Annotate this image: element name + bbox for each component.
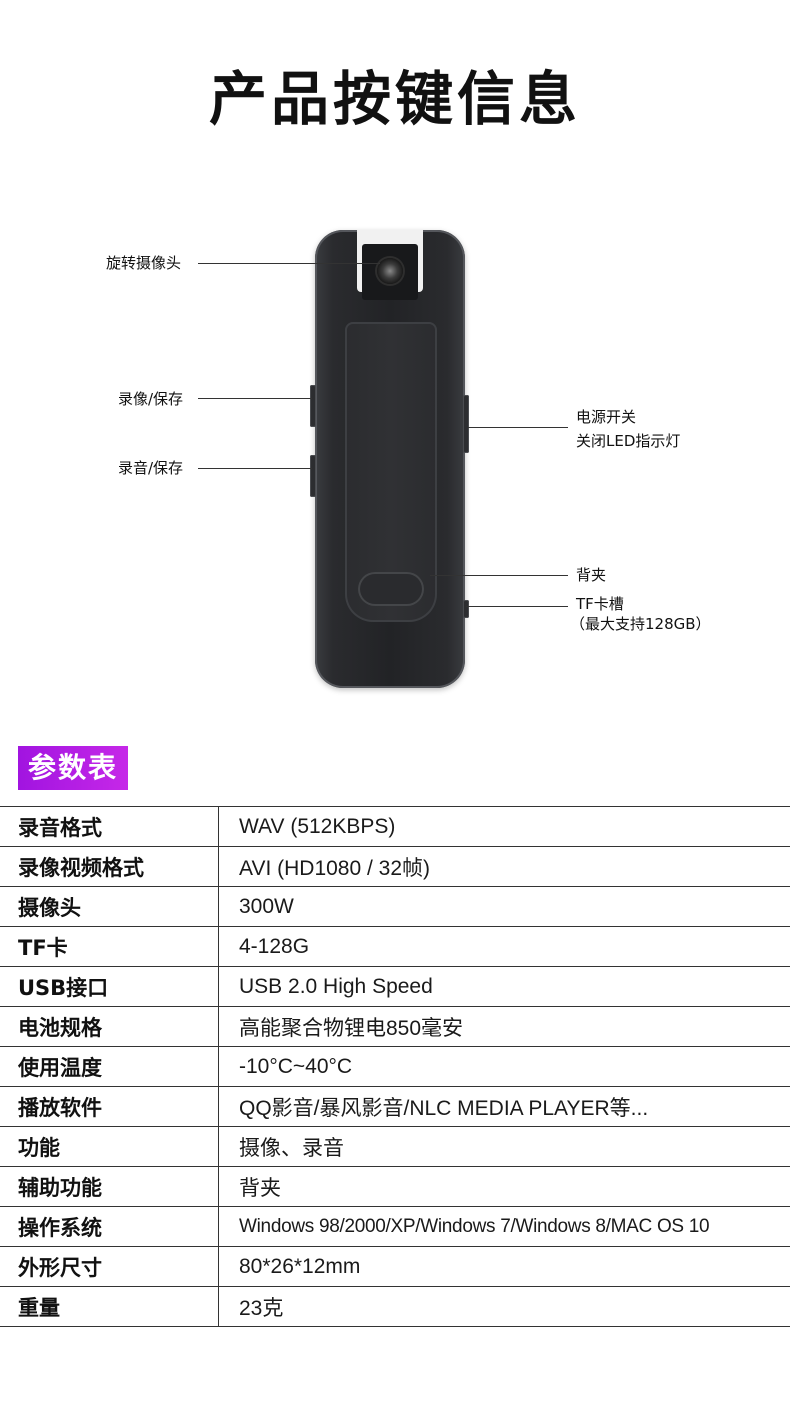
spec-section-heading: 参数表 bbox=[18, 746, 129, 790]
spec-value: 4-128G bbox=[218, 926, 790, 967]
page-title: 产品按键信息 bbox=[208, 65, 581, 133]
callout-line-power bbox=[468, 427, 568, 428]
tf-card-slot bbox=[463, 600, 469, 618]
table-row: 辅助功能背夹 bbox=[0, 1166, 790, 1207]
spec-value: WAV (512KBPS) bbox=[218, 806, 790, 847]
spec-value: Windows 98/2000/XP/Windows 7/Windows 8/M… bbox=[218, 1206, 790, 1247]
label-led-off: 关闭LED指示灯 bbox=[576, 432, 681, 450]
spec-value: -10°C~40°C bbox=[218, 1046, 790, 1087]
pen-camera-device bbox=[310, 230, 469, 688]
table-row: 使用温度-10°C~40°C bbox=[0, 1046, 790, 1087]
spec-key: TF卡 bbox=[0, 926, 219, 967]
spec-key: 录音格式 bbox=[0, 806, 219, 847]
spec-key: USB接口 bbox=[0, 966, 219, 1007]
spec-key: 录像视频格式 bbox=[0, 846, 219, 887]
callout-line-camera bbox=[198, 263, 380, 264]
spec-key: 外形尺寸 bbox=[0, 1246, 219, 1287]
label-back-clip: 背夹 bbox=[576, 566, 607, 584]
spec-value: 300W bbox=[218, 886, 790, 927]
label-record-audio-save: 录音/保存 bbox=[118, 459, 184, 477]
spec-value: QQ影音/暴风影音/NLC MEDIA PLAYER等... bbox=[218, 1086, 790, 1127]
callout-line-video-button bbox=[198, 398, 312, 399]
label-record-video-save: 录像/保存 bbox=[118, 390, 184, 408]
audio-record-side-button bbox=[310, 455, 316, 497]
spec-key: 摄像头 bbox=[0, 886, 219, 927]
table-row: 功能摄像、录音 bbox=[0, 1126, 790, 1167]
spec-value: 23克 bbox=[218, 1286, 790, 1327]
callout-line-back-clip bbox=[430, 575, 568, 576]
spec-key: 重量 bbox=[0, 1286, 219, 1327]
camera-lens-icon bbox=[377, 258, 403, 284]
spec-value: AVI (HD1080 / 32帧) bbox=[218, 846, 790, 887]
label-tf-capacity: （最大支持128GB） bbox=[570, 615, 711, 633]
table-row: 电池规格高能聚合物锂电850毫安 bbox=[0, 1006, 790, 1047]
spec-value: 摄像、录音 bbox=[218, 1126, 790, 1167]
spec-value: USB 2.0 High Speed bbox=[218, 966, 790, 1007]
spec-key: 操作系统 bbox=[0, 1206, 219, 1247]
callout-line-tf-slot bbox=[466, 606, 568, 607]
spec-value: 高能聚合物锂电850毫安 bbox=[218, 1006, 790, 1047]
spec-key: 功能 bbox=[0, 1126, 219, 1167]
callout-line-audio-button bbox=[198, 468, 312, 469]
power-side-button bbox=[463, 395, 469, 453]
label-rotating-camera: 旋转摄像头 bbox=[106, 254, 182, 272]
spec-value: 背夹 bbox=[218, 1166, 790, 1207]
label-power-switch: 电源开关 bbox=[576, 408, 637, 426]
video-record-side-button bbox=[310, 385, 316, 427]
spec-value: 80*26*12mm bbox=[218, 1246, 790, 1287]
spec-key: 电池规格 bbox=[0, 1006, 219, 1047]
spec-key: 辅助功能 bbox=[0, 1166, 219, 1207]
spec-key: 播放软件 bbox=[0, 1086, 219, 1127]
spec-key: 使用温度 bbox=[0, 1046, 219, 1087]
clip-button bbox=[358, 572, 424, 606]
label-tf-slot: TF卡槽 bbox=[576, 595, 624, 613]
device-diagram: 旋转摄像头 录像/保存 录音/保存 电源开关 关闭LED指示灯 背夹 TF卡槽 … bbox=[0, 220, 790, 700]
